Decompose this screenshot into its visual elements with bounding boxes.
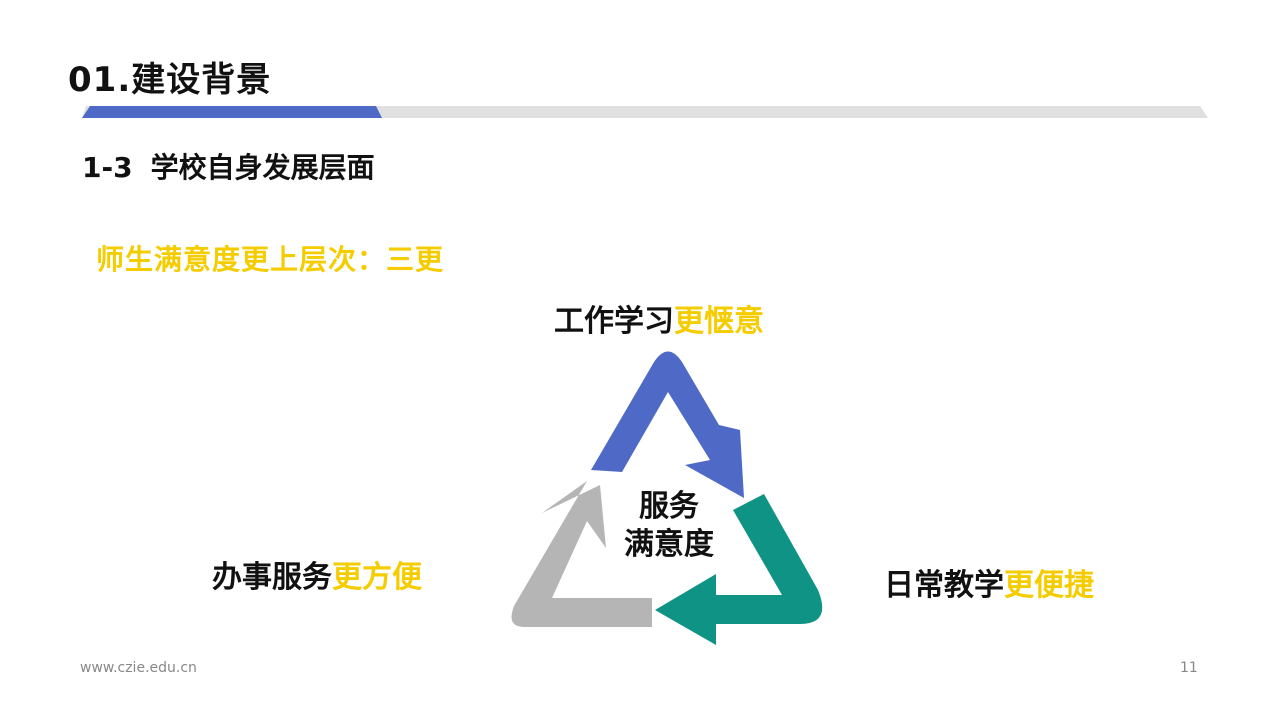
- title-underline: [82, 106, 1208, 118]
- label-top: 工作学习更惬意: [554, 296, 764, 340]
- headline: 师生满意度更上层次：三更: [96, 243, 445, 276]
- label-left: 办事服务更方便: [212, 552, 422, 596]
- center-line-1: 服务: [639, 489, 699, 524]
- label-right-main: 日常教学: [884, 568, 1004, 603]
- label-top-main: 工作学习: [554, 304, 674, 339]
- section-number: 1-3: [82, 151, 133, 184]
- cycle-arrow-gray: [511, 481, 652, 627]
- slide-title: 01.建设背景: [68, 60, 272, 100]
- cycle-arrow-teal: [655, 494, 823, 645]
- label-left-highlight: 更方便: [332, 560, 422, 595]
- footer-url: www.czie.edu.cn: [80, 660, 197, 676]
- section-heading: 1-3 学校自身发展层面: [82, 146, 375, 186]
- page-number: 11: [1180, 660, 1198, 676]
- label-left-main: 办事服务: [212, 560, 332, 595]
- cycle-center-label: 服务 满意度: [620, 488, 718, 564]
- section-title: 学校自身发展层面: [150, 151, 375, 184]
- cycle-arrow-blue: [591, 351, 744, 498]
- label-right-highlight: 更便捷: [1004, 568, 1094, 603]
- label-top-highlight: 更惬意: [674, 304, 764, 339]
- underline-blue-segment: [82, 106, 382, 118]
- center-line-2: 满意度: [624, 527, 714, 562]
- label-right: 日常教学更便捷: [884, 560, 1094, 604]
